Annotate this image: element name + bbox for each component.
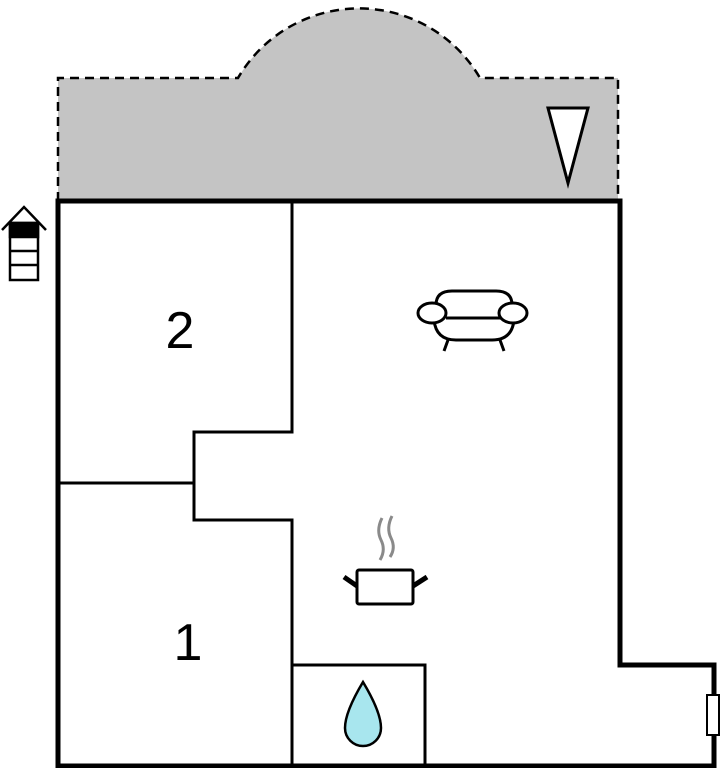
inner-wall	[192, 201, 294, 766]
room-label-1: 1	[174, 614, 203, 672]
cooking-pot-icon	[342, 515, 429, 606]
north-arrow-icon	[546, 106, 590, 189]
terrace	[56, 7, 620, 203]
outer-wall	[55, 198, 717, 768]
stairs-icon	[1, 205, 47, 282]
sofa-icon	[416, 289, 529, 352]
window-icon	[706, 694, 720, 736]
water-drop-icon	[343, 679, 383, 748]
room-label-2: 2	[166, 302, 195, 360]
bathroom	[290, 663, 427, 768]
